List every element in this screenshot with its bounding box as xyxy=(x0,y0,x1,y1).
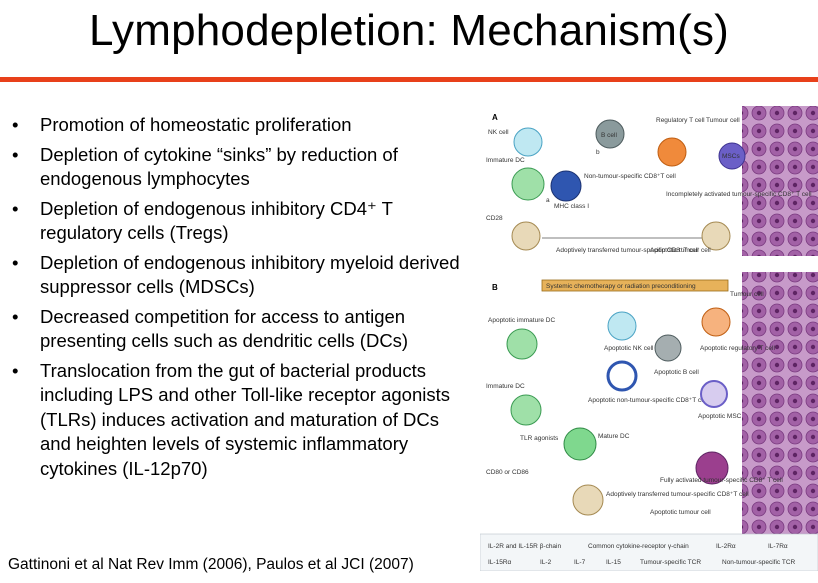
legend-item: IL-15Rα xyxy=(488,559,512,566)
bullet-text: Depletion of cytokine “sinks” by reducti… xyxy=(40,143,398,190)
marker-a: a xyxy=(546,197,550,204)
legend-item: IL-2 xyxy=(540,559,552,566)
mscs-label: MSCs xyxy=(722,153,740,160)
apoptotic-msc-label: Apoptotic MSC xyxy=(698,413,742,420)
tlr-agonists-label: TLR agonists xyxy=(520,435,559,442)
bullet-text: Decreased competition for access to anti… xyxy=(40,305,409,352)
figure-legend xyxy=(480,533,818,571)
adoptive-t-cell-a xyxy=(511,221,541,251)
bullet-item: • Promotion of homeostatic proliferation xyxy=(8,113,468,138)
apoptotic-immature-dc-label: Apoptotic immature DC xyxy=(488,317,555,324)
legend-item: IL-15 xyxy=(606,559,621,566)
legend-item: IL-2Rα xyxy=(716,543,736,550)
apoptotic-b-cell xyxy=(654,334,682,362)
adoptively-transferred-label-a: Adoptively transferred tumour-specific C… xyxy=(556,247,699,254)
tumour-mass-a xyxy=(742,106,818,256)
apoptotic-non-tumour-cd8 xyxy=(606,360,638,392)
apoptotic-treg xyxy=(701,307,731,337)
apoptotic-nk xyxy=(607,311,637,341)
legend-item: IL-2R and IL-15R β-chain xyxy=(488,543,561,550)
chemo-label: Systemic chemotherapy or radiation preco… xyxy=(546,283,696,290)
immature-dc-a xyxy=(511,167,545,201)
chemo-box xyxy=(541,279,729,292)
bullet-glyph: • xyxy=(12,305,19,327)
immature-dc-label-b: Immature DC xyxy=(486,383,525,390)
regulatory-t-cell-label: Regulatory T cell xyxy=(656,117,705,124)
mature-dc xyxy=(563,427,597,461)
apoptotic-tumour-label-b: Apoptotic tumour cell xyxy=(650,509,711,516)
panel-b-label: B xyxy=(492,283,498,292)
tumour-mass-b xyxy=(742,272,818,534)
bullet-item: • Depletion of cytokine “sinks” by reduct… xyxy=(8,143,468,192)
mature-dc-label: Mature DC xyxy=(598,433,630,440)
mhc-class-i-label: MHC class I xyxy=(554,203,589,210)
fully-activated-t-cell xyxy=(695,451,729,485)
immature-dc-b xyxy=(510,394,542,426)
immature-dc-label-a: Immature DC xyxy=(486,157,525,164)
bullet-item: • Depletion of endogenous inhibitory CD4⁺… xyxy=(8,197,468,246)
title-divider xyxy=(0,77,818,82)
b-cell-a xyxy=(595,119,625,149)
bullet-item: • Translocation from the gut of bacterial… xyxy=(8,359,468,482)
non-tumour-cd8-a xyxy=(550,170,582,202)
apoptotic-b-label: Apoptotic B cell xyxy=(654,369,699,376)
nk-cell-label: NK cell xyxy=(488,129,509,136)
apoptotic-tumour-label-a: Apoptotic tumour cell xyxy=(650,247,711,254)
apoptotic-treg-label: Apoptotic regulatory T cell xyxy=(700,345,775,352)
bullet-text: Translocation from the gut of bacterial … xyxy=(40,359,450,479)
apoptotic-immature-dc xyxy=(506,328,538,360)
b-cell-label: B cell xyxy=(601,132,617,139)
bullet-item: • Decreased competition for access to ant… xyxy=(8,305,468,354)
slide-title: Lymphodepletion: Mechanism(s) xyxy=(88,6,730,55)
panel-a-label: A xyxy=(492,113,498,122)
apoptotic-msc xyxy=(700,380,728,408)
bullet-text: Depletion of endogenous inhibitory myelo… xyxy=(40,251,460,298)
non-tumour-cd8-label: Non-tumour-specific CD8⁺T cell xyxy=(584,173,676,180)
bullet-text: Promotion of homeostatic proliferation xyxy=(40,114,352,135)
cd28-label-a: CD28 xyxy=(486,215,503,222)
regulatory-t-cell-a xyxy=(657,137,687,167)
nk-cell-a xyxy=(513,127,543,157)
bullet-list: •Promotion of homeostatic proliferation … xyxy=(8,113,468,486)
incompletely-activated-label: Incompletely activated tumour-specific C… xyxy=(666,191,812,198)
bullet-text: Depletion of endogenous inhibitory CD4⁺ … xyxy=(40,197,393,244)
incompletely-activated-cell xyxy=(701,221,731,251)
msc-cell-a xyxy=(718,142,746,170)
cd80-cd86-label: CD80 or CD86 xyxy=(486,469,529,476)
fully-activated-label: Fully activated tumour-specific CD8⁺ T c… xyxy=(660,477,783,484)
legend-item: Common cytokine-receptor γ-chain xyxy=(588,543,689,550)
mechanism-figure: A NK cell B cell b Regulatory T cell MSC… xyxy=(480,104,818,571)
bullet-item: • Depletion of endogenous inhibitory myel… xyxy=(8,251,468,300)
bullet-glyph: • xyxy=(12,143,19,165)
legend-item: IL-7Rα xyxy=(768,543,788,550)
citation: Gattinoni et al Nat Rev Imm (2006), Paul… xyxy=(8,556,414,573)
bullet-glyph: • xyxy=(12,251,19,273)
apoptotic-nk-label: Apoptotic NK cell xyxy=(604,345,654,352)
bullet-glyph: • xyxy=(12,197,19,219)
bullet-glyph: • xyxy=(12,359,19,381)
legend-item: IL-7 xyxy=(574,559,586,566)
legend-item: Non-tumour-specific TCR xyxy=(722,559,796,566)
tumour-cell-label-b: Tumour cell xyxy=(730,291,764,298)
legend-item: Tumour-specific TCR xyxy=(640,559,701,566)
apoptotic-non-tumour-cd8-label: Apoptotic non-tumour-specific CD8⁺T cell xyxy=(588,397,708,404)
marker-b: b xyxy=(596,149,600,156)
adoptive-t-cell-b xyxy=(572,484,604,516)
adoptively-transferred-label-b: Adoptively transferred tumour-specific C… xyxy=(606,491,749,498)
tumour-cell-label-a: Tumour cell xyxy=(706,117,740,124)
bullet-glyph: • xyxy=(12,114,19,135)
